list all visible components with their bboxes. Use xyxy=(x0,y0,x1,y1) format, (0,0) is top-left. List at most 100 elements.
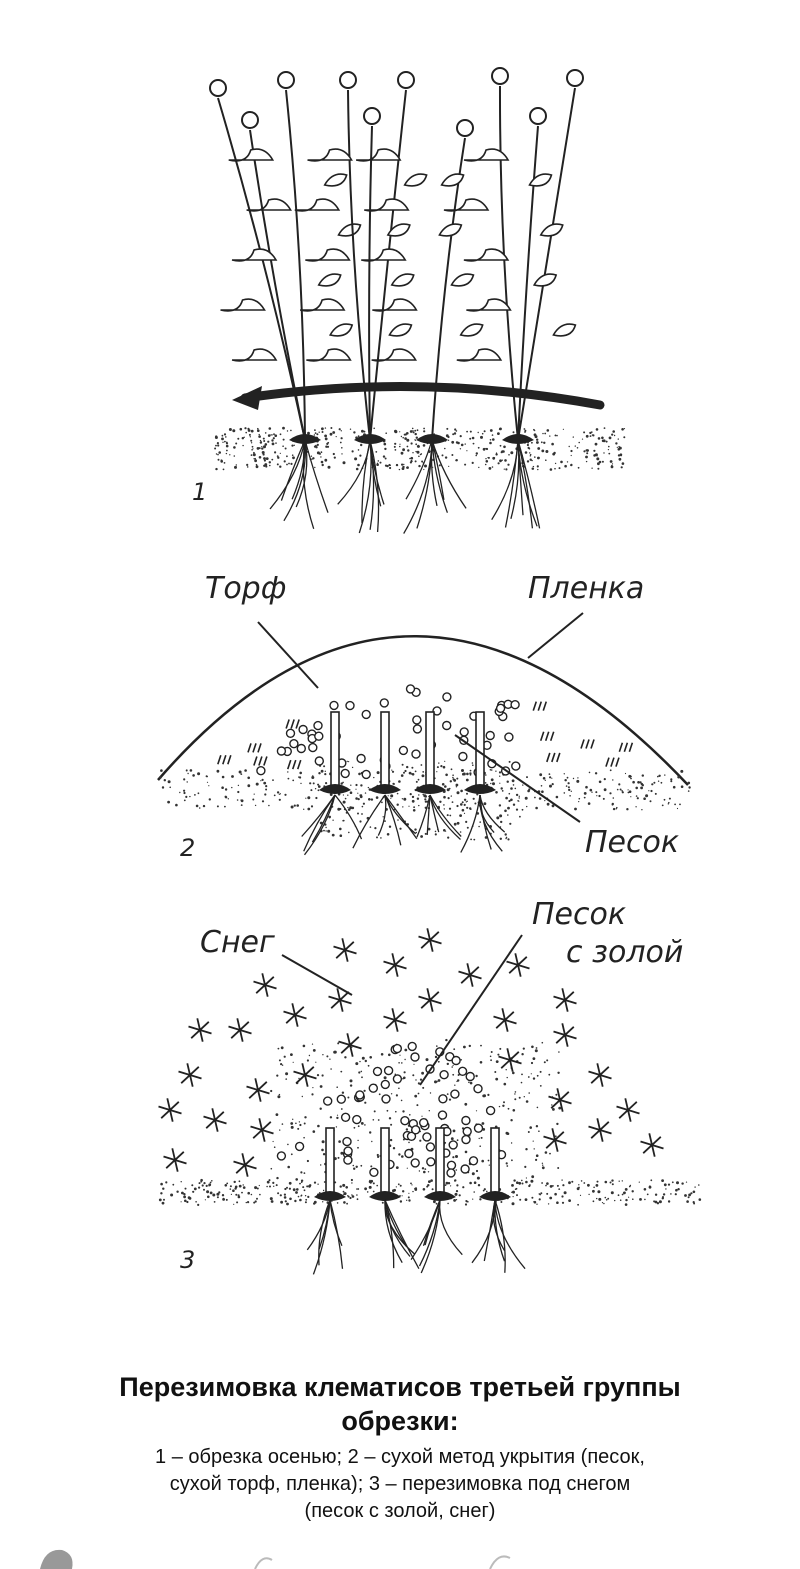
peat-hatch xyxy=(286,759,302,770)
soil-dot xyxy=(543,1061,546,1064)
soil-dot xyxy=(237,784,240,787)
soil-dot xyxy=(247,429,251,432)
soil-dot xyxy=(297,1195,300,1198)
soil-dot xyxy=(621,462,625,465)
soil-dot xyxy=(357,449,360,451)
soil-dot xyxy=(670,1193,672,1195)
soil-dot xyxy=(540,1192,543,1195)
soil-dot xyxy=(278,793,280,796)
soil-dot xyxy=(224,788,228,791)
soil-dot xyxy=(677,775,681,779)
soil-dot xyxy=(520,1081,523,1084)
soil-dot xyxy=(242,1184,244,1186)
soil-dot xyxy=(444,1184,447,1186)
soil-dot xyxy=(170,1193,174,1197)
soil-dot xyxy=(453,1048,456,1051)
soil-dot xyxy=(409,430,413,433)
soil-dot xyxy=(499,459,502,463)
soil-dot xyxy=(186,781,188,783)
soil-dot xyxy=(258,456,262,459)
soil-dot xyxy=(314,466,316,469)
soil-dot xyxy=(251,449,253,451)
soil-dot xyxy=(421,460,424,463)
soil-dot xyxy=(586,449,589,452)
soil-dot xyxy=(264,793,267,796)
soil-dot xyxy=(522,1047,525,1050)
decorative-flourish-2 xyxy=(489,1555,511,1569)
flower-bud xyxy=(491,67,509,85)
soil-dot xyxy=(475,1074,478,1078)
peat-hatch xyxy=(580,739,595,749)
fig3-snowflakes xyxy=(158,928,664,1177)
hatch-stroke xyxy=(537,701,543,711)
soil-dot xyxy=(507,1107,510,1110)
soil-dot xyxy=(314,432,317,434)
leaf xyxy=(466,298,512,312)
soil-dot xyxy=(612,430,615,433)
soil-dot xyxy=(614,1199,616,1202)
soil-dot xyxy=(444,760,446,762)
soil-dot xyxy=(192,774,195,777)
soil-dot xyxy=(277,456,280,459)
soil-dot xyxy=(593,454,596,457)
soil-dot xyxy=(527,1131,530,1133)
sand-ash-circle xyxy=(468,1156,479,1166)
snowflake-icon xyxy=(338,1033,362,1057)
soil-dot xyxy=(307,807,311,811)
soil-dot xyxy=(410,456,414,460)
soil-dot xyxy=(641,774,644,777)
soil-dot xyxy=(317,1183,319,1185)
root xyxy=(430,439,438,507)
soil-dot xyxy=(643,797,646,800)
soil-dot xyxy=(535,1154,539,1157)
sand-circle xyxy=(504,732,514,742)
soil-dot xyxy=(423,1170,426,1174)
soil-dot xyxy=(540,785,543,787)
soil-dot xyxy=(518,1181,522,1185)
soil-dot xyxy=(499,1047,502,1050)
flower-bud xyxy=(209,79,227,97)
soil-dot xyxy=(472,442,475,445)
soil-dot xyxy=(349,806,353,810)
soil-dot xyxy=(403,1071,406,1074)
soil-dot xyxy=(512,784,515,786)
soil-dot xyxy=(426,1185,429,1188)
fig1-number: 1 xyxy=(192,478,207,506)
soil-dot xyxy=(290,805,294,809)
root xyxy=(377,794,387,836)
soil-dot xyxy=(246,466,249,468)
soil-dot xyxy=(267,434,271,437)
soil-dot xyxy=(232,1189,235,1192)
soil-dot xyxy=(307,1195,310,1198)
soil-dot xyxy=(364,1059,367,1063)
soil-dot xyxy=(356,1194,358,1196)
soil-dot xyxy=(336,1116,339,1120)
soil-dot xyxy=(283,1196,287,1199)
soil-dot xyxy=(421,774,425,778)
soil-dot xyxy=(376,771,380,775)
soil-dot xyxy=(216,805,219,808)
soil-dot xyxy=(501,790,504,792)
soil-dot xyxy=(506,780,509,783)
soil-dot xyxy=(224,796,228,799)
soil-dot xyxy=(187,772,189,775)
soil-dot xyxy=(533,433,537,437)
soil-dot xyxy=(312,1049,316,1052)
soil-dot xyxy=(279,793,281,795)
soil-dot xyxy=(416,1104,419,1107)
soil-dot xyxy=(160,769,163,772)
soil-dot xyxy=(526,776,528,779)
soil-dot xyxy=(601,436,604,440)
soil-dot xyxy=(232,429,236,433)
sand-ash-circle xyxy=(461,1134,471,1145)
soil-dot xyxy=(452,778,455,781)
soil-dot xyxy=(483,802,487,806)
soil-dot xyxy=(563,792,566,794)
soil-dot xyxy=(512,803,516,806)
soil-dot xyxy=(320,1164,322,1166)
soil-dot xyxy=(549,1196,553,1200)
hatch-stroke xyxy=(546,752,551,763)
soil-dot xyxy=(406,1199,408,1202)
soil-dot xyxy=(469,437,472,440)
soil-dot xyxy=(217,458,220,461)
